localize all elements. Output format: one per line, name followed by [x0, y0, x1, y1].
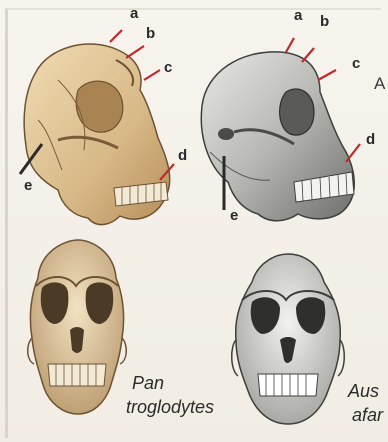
label-e-right: e — [230, 208, 238, 223]
skull-frontal-right-drawing — [226, 250, 350, 430]
skull-lateral-left-drawing — [18, 20, 188, 240]
label-c-left: c — [164, 60, 172, 75]
pointer-c-right — [318, 70, 336, 80]
pointer-a-right — [286, 38, 294, 52]
species-label-right-line2: afar — [352, 404, 383, 426]
pointer-b-right — [302, 48, 314, 62]
skull-frontal-left-drawing — [18, 234, 136, 420]
label-c-right: c — [352, 56, 360, 71]
species-label-left-line2: troglodytes — [126, 396, 214, 418]
label-d-left: d — [178, 148, 187, 163]
label-a-right: a — [294, 8, 302, 23]
skull-lateral-right-drawing — [190, 22, 370, 242]
skull-frontal-right — [226, 250, 350, 430]
pointer-d-right — [346, 144, 360, 162]
pointer-b-left — [126, 46, 144, 58]
label-d-right: d — [366, 132, 375, 147]
skull-lateral-left — [18, 20, 188, 240]
skull-frontal-left — [18, 234, 136, 420]
pointer-a-left — [110, 30, 122, 42]
label-b-left: b — [146, 26, 155, 41]
label-a-left: a — [130, 6, 138, 21]
species-label-left-line1: Pan — [132, 372, 164, 394]
species-label-right-line1: Aus — [348, 380, 379, 402]
label-e-left: e — [24, 178, 32, 193]
skull-lateral-right — [190, 22, 370, 242]
pointer-c-left — [144, 70, 160, 80]
label-b-right: b — [320, 14, 329, 29]
edge-letter-a: A — [374, 74, 385, 94]
